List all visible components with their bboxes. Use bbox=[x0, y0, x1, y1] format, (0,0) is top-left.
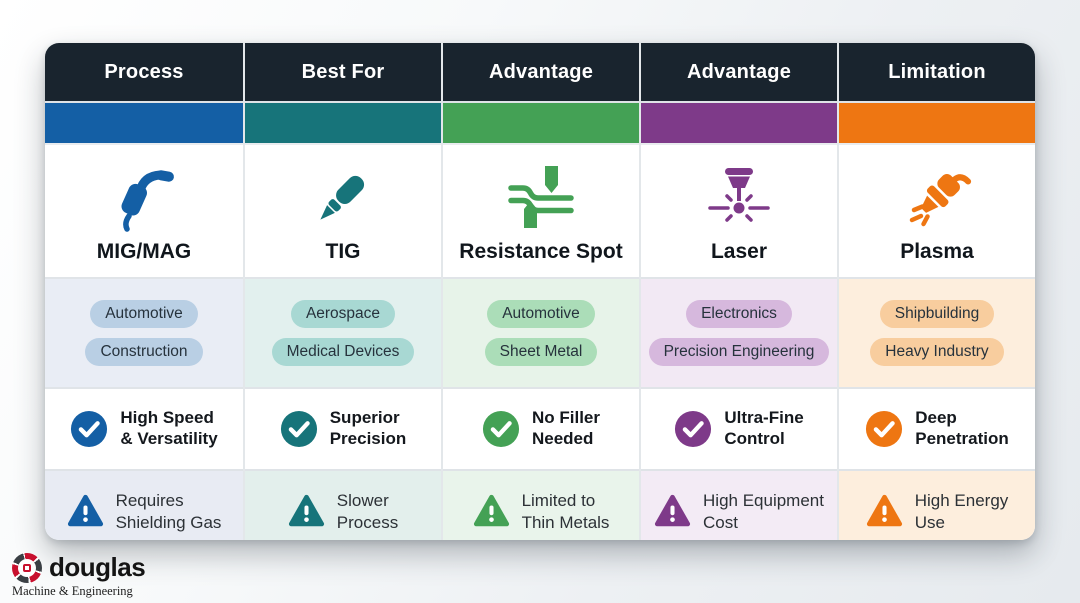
resistance-spot-icon bbox=[504, 160, 578, 234]
check-circle-icon bbox=[675, 410, 712, 448]
color-bar-orange bbox=[839, 101, 1035, 143]
best-for-cell: Shipbuilding Heavy Industry bbox=[839, 277, 1035, 387]
warning-triangle-icon bbox=[288, 494, 324, 527]
process-cell: Plasma bbox=[839, 143, 1035, 277]
column-laser: Advantage Laser Electronic bbox=[639, 43, 837, 540]
header-label: Advantage bbox=[686, 60, 792, 83]
laser-head-icon bbox=[702, 160, 776, 234]
column-header-process: Process bbox=[45, 43, 243, 101]
best-for-tag: Construction bbox=[85, 338, 203, 366]
plasma-torch-icon bbox=[900, 160, 974, 234]
best-for-tag: Automotive bbox=[487, 300, 595, 328]
process-cell: MIG/MAG bbox=[45, 143, 243, 277]
best-for-tag: Aerospace bbox=[290, 300, 396, 328]
best-for-cell: Electronics Precision Engineering bbox=[641, 277, 837, 387]
advantage-text: High Speed& Versatility bbox=[120, 408, 218, 448]
process-cell: TIG bbox=[245, 143, 441, 277]
warning-triangle-icon bbox=[654, 494, 691, 527]
column-mig-mag: Process MIG/MAG Automotive Construction … bbox=[45, 43, 243, 540]
warning-triangle-icon bbox=[473, 494, 509, 527]
comparison-table: Process MIG/MAG Automotive Construction … bbox=[45, 43, 1035, 540]
process-name: Plasma bbox=[900, 240, 974, 263]
advantage-cell: High Speed& Versatility bbox=[45, 387, 243, 469]
color-bar-blue bbox=[45, 101, 243, 143]
best-for-tag: Automotive bbox=[90, 300, 198, 328]
color-bar-teal bbox=[245, 101, 441, 143]
process-name: Laser bbox=[710, 240, 768, 263]
header-label: Limitation bbox=[888, 60, 986, 83]
process-name: TIG bbox=[325, 240, 361, 263]
column-header-limitation: Limitation bbox=[839, 43, 1035, 101]
column-tig: Best For TIG Aerospace Medical Devices S… bbox=[243, 43, 441, 540]
check-circle-icon bbox=[866, 410, 903, 448]
best-for-tag: Electronics bbox=[686, 300, 792, 328]
best-for-tag: Medical Devices bbox=[271, 338, 415, 366]
best-for-tag: Precision Engineering bbox=[648, 338, 830, 366]
best-for-tag: Sheet Metal bbox=[484, 338, 598, 366]
best-for-tag: Shipbuilding bbox=[879, 300, 995, 328]
best-for-tag: Heavy Industry bbox=[870, 338, 1004, 366]
best-for-cell: Automotive Sheet Metal bbox=[443, 277, 639, 387]
process-name: MIG/MAG bbox=[96, 240, 192, 263]
header-label: Process bbox=[104, 60, 184, 83]
best-for-cell: Automotive Construction bbox=[45, 277, 243, 387]
logo-wordmark: douglas bbox=[49, 552, 146, 582]
process-cell: Laser bbox=[641, 143, 837, 277]
check-circle-icon bbox=[71, 410, 108, 448]
best-for-cell: Aerospace Medical Devices bbox=[245, 277, 441, 387]
color-bar-purple bbox=[641, 101, 837, 143]
logo-tagline: Machine & Engineering bbox=[12, 584, 133, 598]
column-header-advantage-2: Advantage bbox=[641, 43, 837, 101]
process-name: Resistance Spot bbox=[459, 240, 623, 263]
douglas-logo: douglas Machine & Engineering bbox=[12, 552, 146, 599]
check-circle-icon bbox=[280, 410, 317, 448]
column-header-best-for: Best For bbox=[245, 43, 441, 101]
color-bar-green bbox=[443, 101, 639, 143]
column-plasma: Limitation Plasma Shipbuildin bbox=[837, 43, 1035, 540]
header-label: Advantage bbox=[488, 60, 594, 83]
douglas-logo-icon bbox=[12, 552, 42, 583]
process-cell: Resistance Spot bbox=[443, 143, 639, 277]
mig-mag-torch-icon bbox=[107, 160, 181, 234]
column-resistance-spot: Advantage Resistance Spot Automotive She… bbox=[441, 43, 639, 540]
warning-triangle-icon bbox=[67, 494, 103, 527]
column-header-advantage-1: Advantage bbox=[443, 43, 639, 101]
warning-triangle-icon bbox=[866, 494, 902, 527]
header-label: Best For bbox=[301, 60, 385, 83]
check-circle-icon bbox=[482, 410, 520, 448]
tig-torch-icon bbox=[306, 160, 380, 234]
